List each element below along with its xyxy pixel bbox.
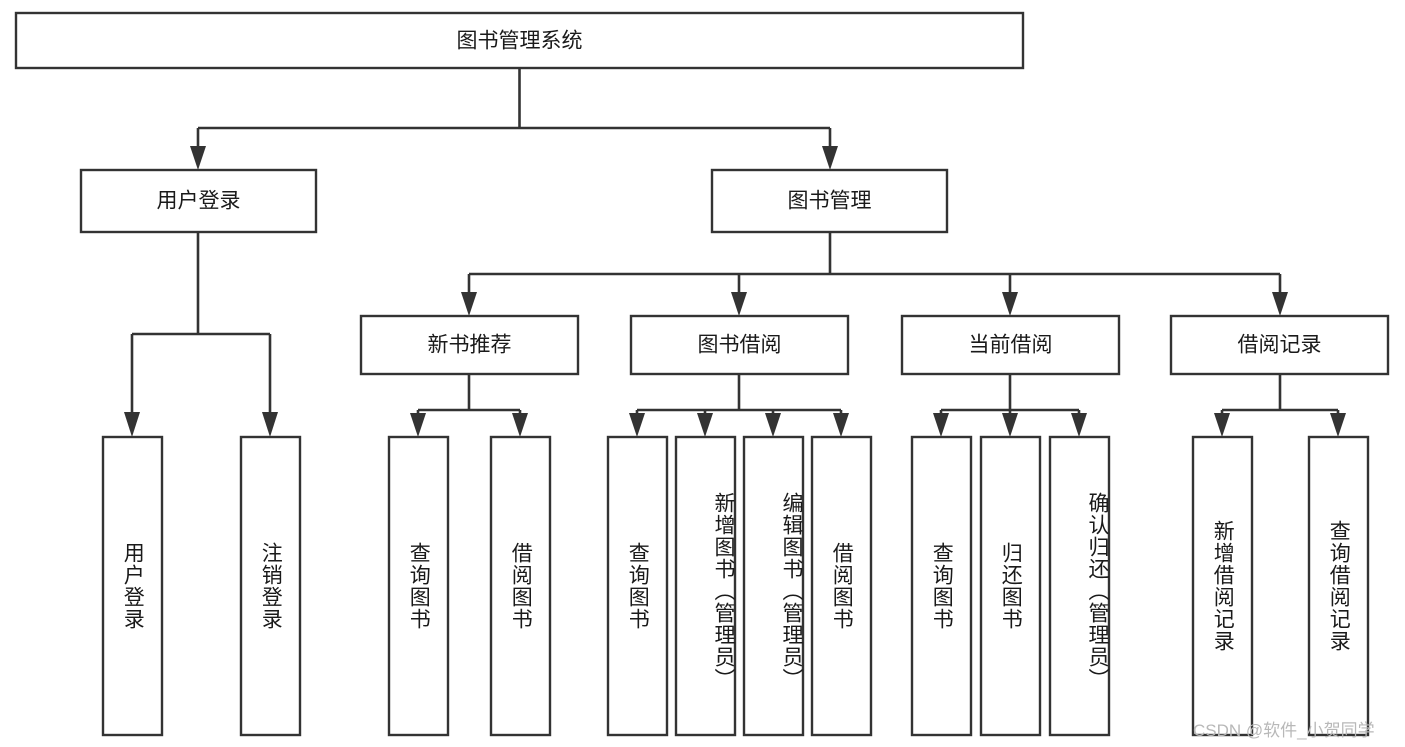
leaf-label-current-borrow-1: 查询图书: [930, 542, 954, 630]
node-current-borrow[interactable]: 当前借阅: [900, 314, 1121, 376]
arrow-current-borrow-leaf-3: [1071, 413, 1087, 437]
node-user-login-box[interactable]: [79, 168, 318, 234]
node-current-borrow-label: 当前借阅: [969, 334, 1053, 357]
leaf-box-book-borrow-2[interactable]: [674, 435, 737, 737]
leaf-box-current-borrow-2[interactable]: [979, 435, 1042, 737]
arrow-book-borrow-leaf-4: [833, 413, 849, 437]
arrow-current-borrow-leaf-1: [933, 413, 949, 437]
leaf-box-book-borrow-3[interactable]: [742, 435, 805, 737]
leaf-label-new-book-2: 借阅图书: [509, 542, 533, 630]
node-user-login[interactable]: 用户登录: [79, 168, 318, 234]
arrow-new-book-leaf-1: [410, 413, 426, 437]
leaf-label-borrow-record-2: 查询借阅记录: [1327, 520, 1351, 652]
arrow-book-manage-to-new-book: [461, 292, 477, 316]
connector-layer: [124, 68, 1346, 437]
node-root-label: 图书管理系统: [457, 30, 583, 53]
arrow-root-to-user-login: [190, 146, 206, 170]
leaf-label-current-borrow-3: 确认归还（管理员）: [1086, 492, 1109, 690]
arrow-book-borrow-leaf-1: [629, 413, 645, 437]
node-book-borrow[interactable]: 图书借阅: [629, 314, 850, 376]
node-book-manage-label: 图书管理: [788, 190, 872, 213]
arrow-book-borrow-leaf-3: [765, 413, 781, 437]
node-book-borrow-label: 图书借阅: [698, 334, 782, 357]
leaf-box-borrow-record-2[interactable]: [1307, 435, 1370, 737]
node-borrow-record[interactable]: 借阅记录: [1169, 314, 1390, 376]
arrow-user-login-leaf-2: [262, 412, 278, 437]
leaf-label-book-borrow-3: 编辑图书（管理员）: [780, 492, 803, 690]
arrow-book-borrow-leaf-2: [697, 413, 713, 437]
node-borrow-record-label: 借阅记录: [1238, 334, 1322, 357]
node-current-borrow-box[interactable]: [900, 314, 1121, 376]
node-book-borrow-box[interactable]: [629, 314, 850, 376]
leaf-box-book-borrow-4[interactable]: [810, 435, 873, 737]
node-book-manage[interactable]: 图书管理: [710, 168, 949, 234]
node-new-book-box[interactable]: [359, 314, 580, 376]
leaf-label-new-book-1: 查询图书: [407, 542, 431, 630]
node-root-box[interactable]: [14, 11, 1025, 70]
arrow-borrow-record-leaf-2: [1330, 413, 1346, 437]
arrow-user-login-leaf-1: [124, 412, 140, 437]
leaf-box-user-login-1[interactable]: [101, 435, 164, 737]
node-new-book[interactable]: 新书推荐: [359, 314, 580, 376]
node-user-login-label: 用户登录: [157, 190, 241, 213]
leaf-label-user-login-2: 注销登录: [259, 542, 283, 630]
arrow-borrow-record-leaf-1: [1214, 413, 1230, 437]
leaf-box-new-book-2[interactable]: [489, 435, 552, 737]
arrow-new-book-leaf-2: [512, 413, 528, 437]
node-root[interactable]: 图书管理系统: [14, 11, 1025, 70]
leaf-box-user-login-2[interactable]: [239, 435, 302, 737]
leaf-box-borrow-record-1[interactable]: [1191, 435, 1254, 737]
leaf-box-current-borrow-1[interactable]: [910, 435, 973, 737]
csdn-watermark: CSDN @软件_小贺同学: [1193, 721, 1375, 740]
leaf-label-book-borrow-2: 新增图书（管理员）: [712, 492, 735, 690]
node-new-book-label: 新书推荐: [428, 334, 512, 357]
leaf-label-current-borrow-2: 归还图书: [999, 542, 1023, 630]
leaf-box-new-book-1[interactable]: [387, 435, 450, 737]
leaf-label-borrow-record-1: 新增借阅记录: [1211, 520, 1235, 652]
arrow-current-borrow-leaf-2: [1002, 413, 1018, 437]
leaf-box-book-borrow-1[interactable]: [606, 435, 669, 737]
arrow-book-manage-to-current-borrow: [1002, 292, 1018, 316]
arrow-book-manage-to-book-borrow: [731, 292, 747, 316]
leaf-label-book-borrow-1: 查询图书: [626, 542, 650, 630]
leaf-label-user-login-1: 用户登录: [121, 542, 145, 630]
leaf-box-current-borrow-3[interactable]: [1048, 435, 1111, 737]
arrow-book-manage-to-borrow-record: [1272, 292, 1288, 316]
node-borrow-record-box[interactable]: [1169, 314, 1390, 376]
arrow-root-to-book-manage: [822, 146, 838, 170]
leaf-label-book-borrow-4: 借阅图书: [830, 542, 854, 630]
node-book-manage-box[interactable]: [710, 168, 949, 234]
leaf-box-layer: [101, 435, 1370, 737]
